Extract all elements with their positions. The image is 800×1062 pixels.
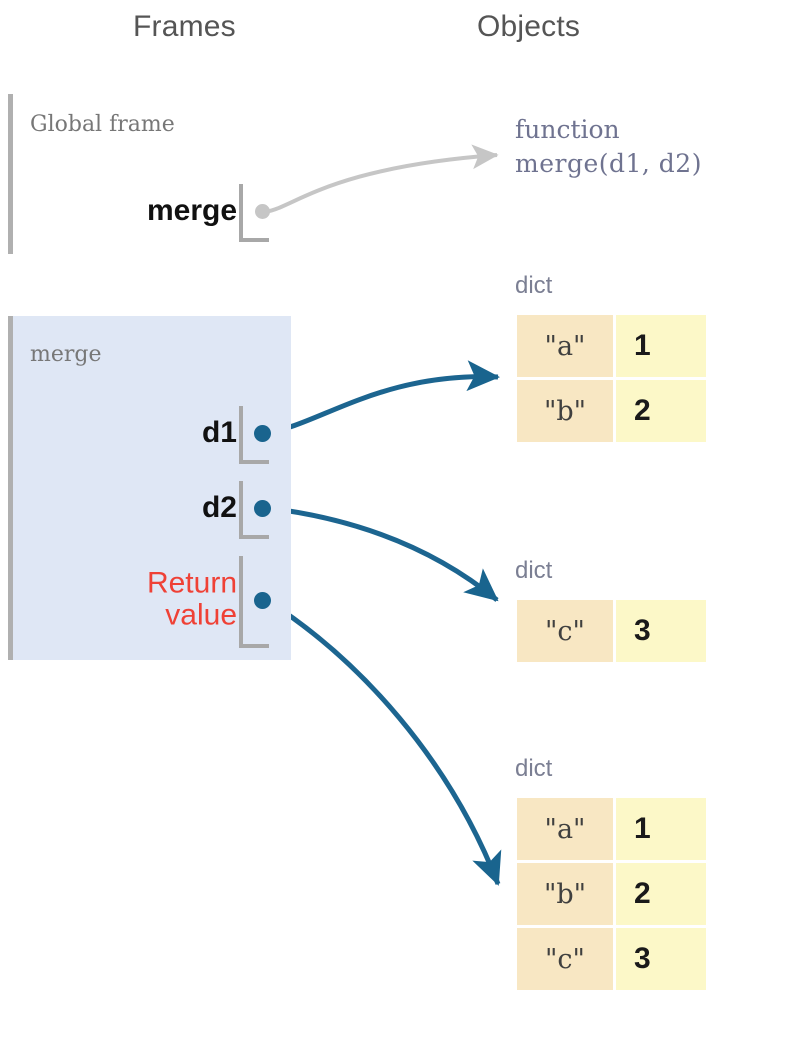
dict-entry-row: "c" 3 [517, 600, 706, 662]
merge-frame-title: merge [30, 342, 102, 367]
variable-row-d2[interactable]: d2 [8, 477, 291, 539]
dict-entry-row: "b" 2 [517, 380, 706, 442]
return-label-line1: Return [146, 566, 237, 600]
variable-row-d1[interactable]: d1 [8, 402, 291, 464]
dict-entry-row: "b" 2 [517, 863, 706, 928]
objects-column-heading: Objects [477, 10, 581, 43]
dict-key-cell: "c" [517, 600, 616, 662]
pointer-dot-d2[interactable] [254, 500, 271, 517]
dict-value-cell: 3 [616, 928, 706, 990]
dict-2-type-label: dict [515, 557, 553, 584]
function-signature: merge(d1, d2) [515, 149, 702, 178]
frames-column-heading: Frames [133, 10, 236, 43]
variable-name-merge: merge [146, 194, 237, 228]
dict-key-cell: "a" [517, 315, 616, 380]
arrow-d1-to-dict1 [265, 360, 500, 436]
arrow-d2-to-dict2 [267, 505, 499, 602]
variable-bracket [239, 184, 269, 242]
frame-left-bar [8, 94, 13, 254]
dict-value-cell: 2 [616, 863, 706, 928]
dict-1-table: "a" 1 "b" 2 [517, 315, 706, 442]
dict-value-cell: 2 [616, 380, 706, 442]
global-frame-title: Global frame [30, 112, 175, 137]
dict-3-type-label: dict [515, 755, 553, 782]
function-object-label: function merge(d1, d2) [515, 113, 702, 181]
dict-2-table: "c" 3 [517, 600, 706, 662]
frame-left-bar [8, 316, 13, 660]
function-keyword: function [515, 115, 620, 144]
dict-entry-row: "a" 1 [517, 315, 706, 380]
variable-row-merge[interactable]: merge [8, 180, 291, 242]
pointer-dot-merge[interactable] [255, 204, 270, 219]
arrow-returnvalue-to-dict3 [266, 598, 502, 886]
arrow-merge-to-function [261, 144, 499, 214]
pointer-dot-return-value[interactable] [254, 592, 271, 609]
return-label-line2: value [165, 599, 237, 632]
variable-bracket [239, 406, 269, 464]
variable-bracket [239, 481, 269, 539]
dict-value-cell: 3 [616, 600, 706, 662]
dict-key-cell: "b" [517, 863, 616, 928]
global-frame: Global frame merge [8, 94, 293, 254]
dict-value-cell: 1 [616, 315, 706, 380]
dict-3-table: "a" 1 "b" 2 "c" 3 [517, 798, 706, 990]
dict-key-cell: "a" [517, 798, 616, 863]
dict-entry-row: "a" 1 [517, 798, 706, 863]
dict-value-cell: 1 [616, 798, 706, 863]
pointer-dot-d1[interactable] [254, 425, 271, 442]
dict-entry-row: "c" 3 [517, 928, 706, 990]
variable-name-d2: d2 [201, 491, 237, 525]
variable-name-d1: d1 [201, 416, 237, 450]
variable-bracket [239, 556, 269, 648]
dict-key-cell: "c" [517, 928, 616, 990]
dict-key-cell: "b" [517, 380, 616, 442]
dict-1-type-label: dict [515, 272, 553, 299]
